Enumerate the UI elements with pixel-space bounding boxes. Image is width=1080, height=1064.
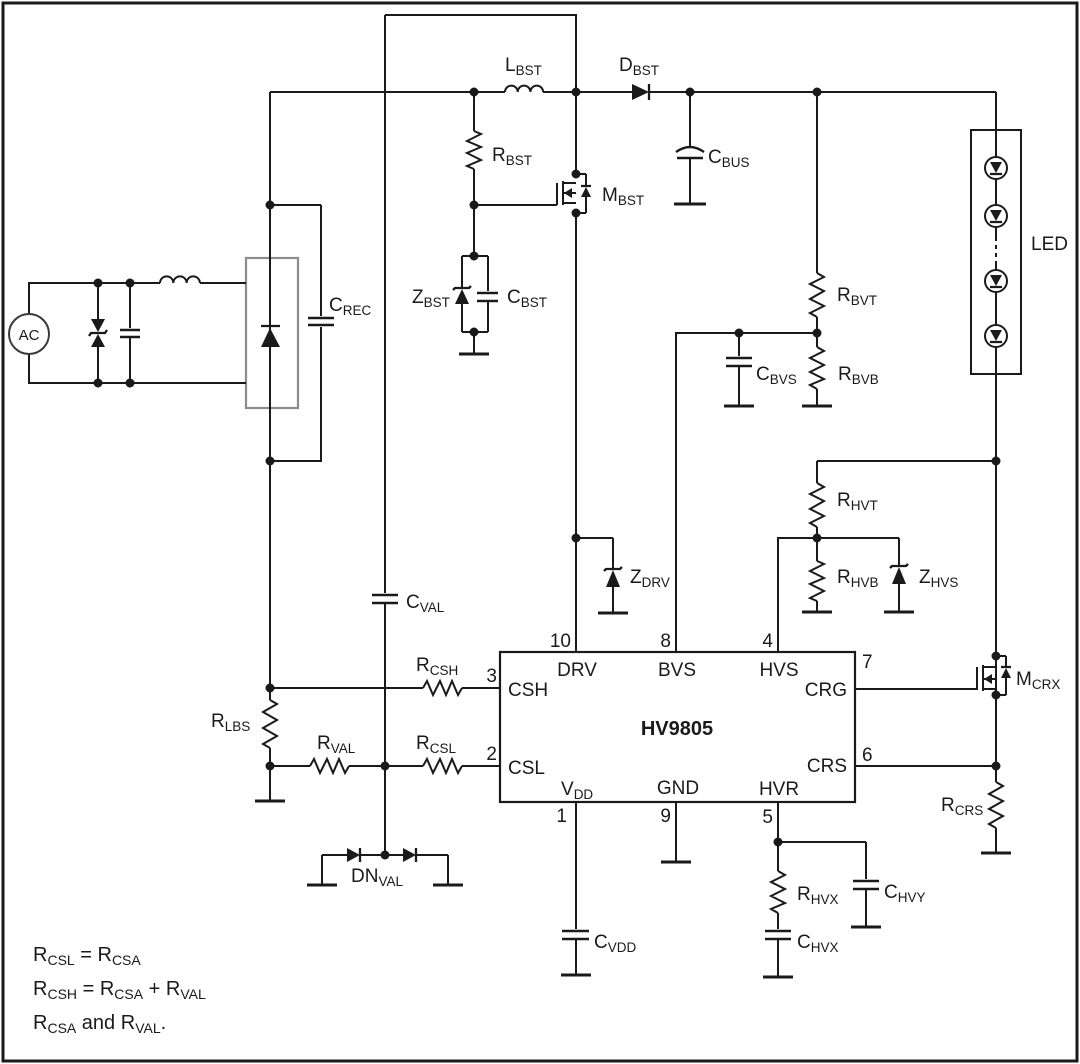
inductor-coils <box>159 84 545 284</box>
pin-number-5: 5 <box>762 807 773 828</box>
pin-number-8: 8 <box>660 631 671 652</box>
label-r-csh: RCSH <box>416 655 458 678</box>
ic-name: HV9805 <box>641 718 713 740</box>
ac-source-label: AC <box>19 327 40 344</box>
pin-label-csl: CSL <box>508 758 545 779</box>
label-c-bst: CBST <box>507 287 547 310</box>
pin-number-4: 4 <box>762 631 773 652</box>
pin-label-bvs: BVS <box>658 660 696 681</box>
pin-label-vdd: VDD <box>561 779 593 802</box>
pin-label-csh: CSH <box>508 680 548 701</box>
label-r-hvb: RHVB <box>837 567 879 590</box>
led-2-icon <box>984 204 1008 228</box>
label-r-bst: RBST <box>492 145 532 168</box>
label-z-hvs: ZHVS <box>919 567 958 590</box>
label-r-csl: RCSL <box>416 733 456 756</box>
capacitor-plates <box>120 156 879 941</box>
led-1-icon <box>984 156 1008 180</box>
ground-bars <box>255 202 1011 979</box>
label-r-lbs: RLBS <box>211 711 250 734</box>
label-m-crx: MCRX <box>1016 669 1060 692</box>
cbus-curved-plate <box>675 145 705 153</box>
pin-number-1: 1 <box>556 806 567 827</box>
led-4-icon <box>984 324 1008 348</box>
ic-body <box>498 650 857 804</box>
wires <box>28 14 1007 976</box>
bridge-rectifier-box <box>244 256 300 410</box>
label-led: LED <box>1031 234 1068 255</box>
equation-line-1: RCSL = RCSA <box>33 944 141 968</box>
label-c-hvy: CHVY <box>884 882 926 905</box>
label-c-rec: CREC <box>329 295 371 318</box>
label-r-crs: RCRS <box>941 795 983 818</box>
label-r-hvt: RHVT <box>837 490 878 513</box>
led-3-icon <box>984 269 1008 293</box>
pin-number-3: 3 <box>486 666 497 687</box>
label-l-bst: LBST <box>505 55 542 78</box>
pin-number-10: 10 <box>550 631 571 652</box>
label-c-vdd: CVDD <box>594 932 636 955</box>
pin-number-7: 7 <box>862 652 873 673</box>
pin-label-crs: CRS <box>807 756 847 777</box>
pin-label-crg: CRG <box>805 680 847 701</box>
label-d-bst: DBST <box>619 55 659 78</box>
pin-label-drv: DRV <box>557 660 597 681</box>
pin-label-gnd: GND <box>657 778 699 799</box>
label-z-drv: ZDRV <box>630 567 670 590</box>
label-c-bvs: CBVS <box>756 364 797 387</box>
pin-label-hvr: HVR <box>759 779 799 800</box>
equations-block: RCSL = RCSA RCSH = RCSA + RVAL RCSA and … <box>33 944 206 1046</box>
pin-label-hvs: HVS <box>759 660 798 681</box>
label-r-hvx: RHVX <box>797 884 839 907</box>
led-string <box>984 156 1008 348</box>
label-m-bst: MBST <box>602 185 644 208</box>
label-dn-val: DNVAL <box>351 866 403 889</box>
equation-line-3: RCSA and RVAL. <box>33 1012 167 1036</box>
pin-number-2: 2 <box>486 744 497 765</box>
label-z-bst: ZBST <box>412 287 450 310</box>
pin-number-9: 9 <box>660 806 671 827</box>
label-r-bvb: RBVB <box>838 364 879 387</box>
label-c-hvx: CHVX <box>797 932 839 955</box>
label-c-val: CVAL <box>406 592 445 615</box>
label-r-val: RVAL <box>317 733 356 756</box>
resistor-shapes <box>260 130 1006 914</box>
label-r-bvt: RBVT <box>837 285 877 308</box>
pin-number-6: 6 <box>862 745 873 766</box>
label-c-bus: CBUS <box>708 147 750 170</box>
equation-line-2: RCSH = RCSA + RVAL <box>33 978 206 1002</box>
ac-source-icon <box>8 313 50 355</box>
